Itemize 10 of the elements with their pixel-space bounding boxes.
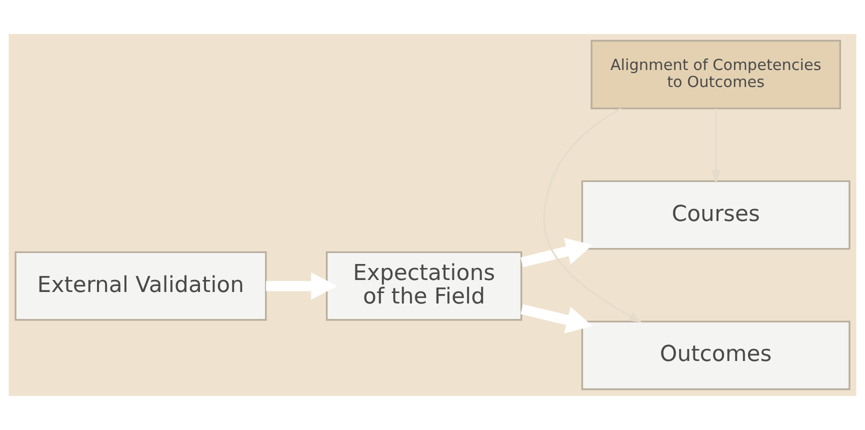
arrow [266, 272, 338, 300]
node-box: External Validation [14, 251, 267, 321]
node-box: Outcomes [581, 320, 850, 390]
arrow [520, 238, 593, 268]
arrow [520, 304, 593, 334]
arrow [711, 108, 721, 184]
arrow [543, 108, 642, 323]
node-box: Expectations of the Field [326, 251, 522, 321]
node-box: Alignment of Competencies to Outcomes [590, 40, 842, 110]
node-box: Courses [581, 180, 850, 250]
